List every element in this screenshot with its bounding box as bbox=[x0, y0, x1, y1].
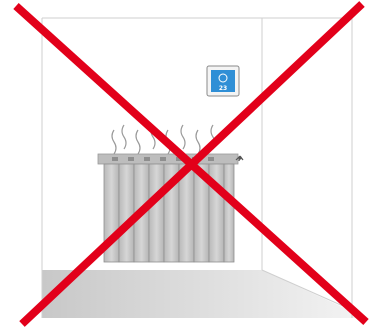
radiator-top-bar bbox=[98, 154, 238, 164]
radiator-fins bbox=[104, 164, 234, 262]
thermostat-icon: 23 bbox=[207, 66, 239, 96]
radiator-icon bbox=[98, 154, 238, 262]
thermostat-temperature: 23 bbox=[219, 85, 227, 92]
